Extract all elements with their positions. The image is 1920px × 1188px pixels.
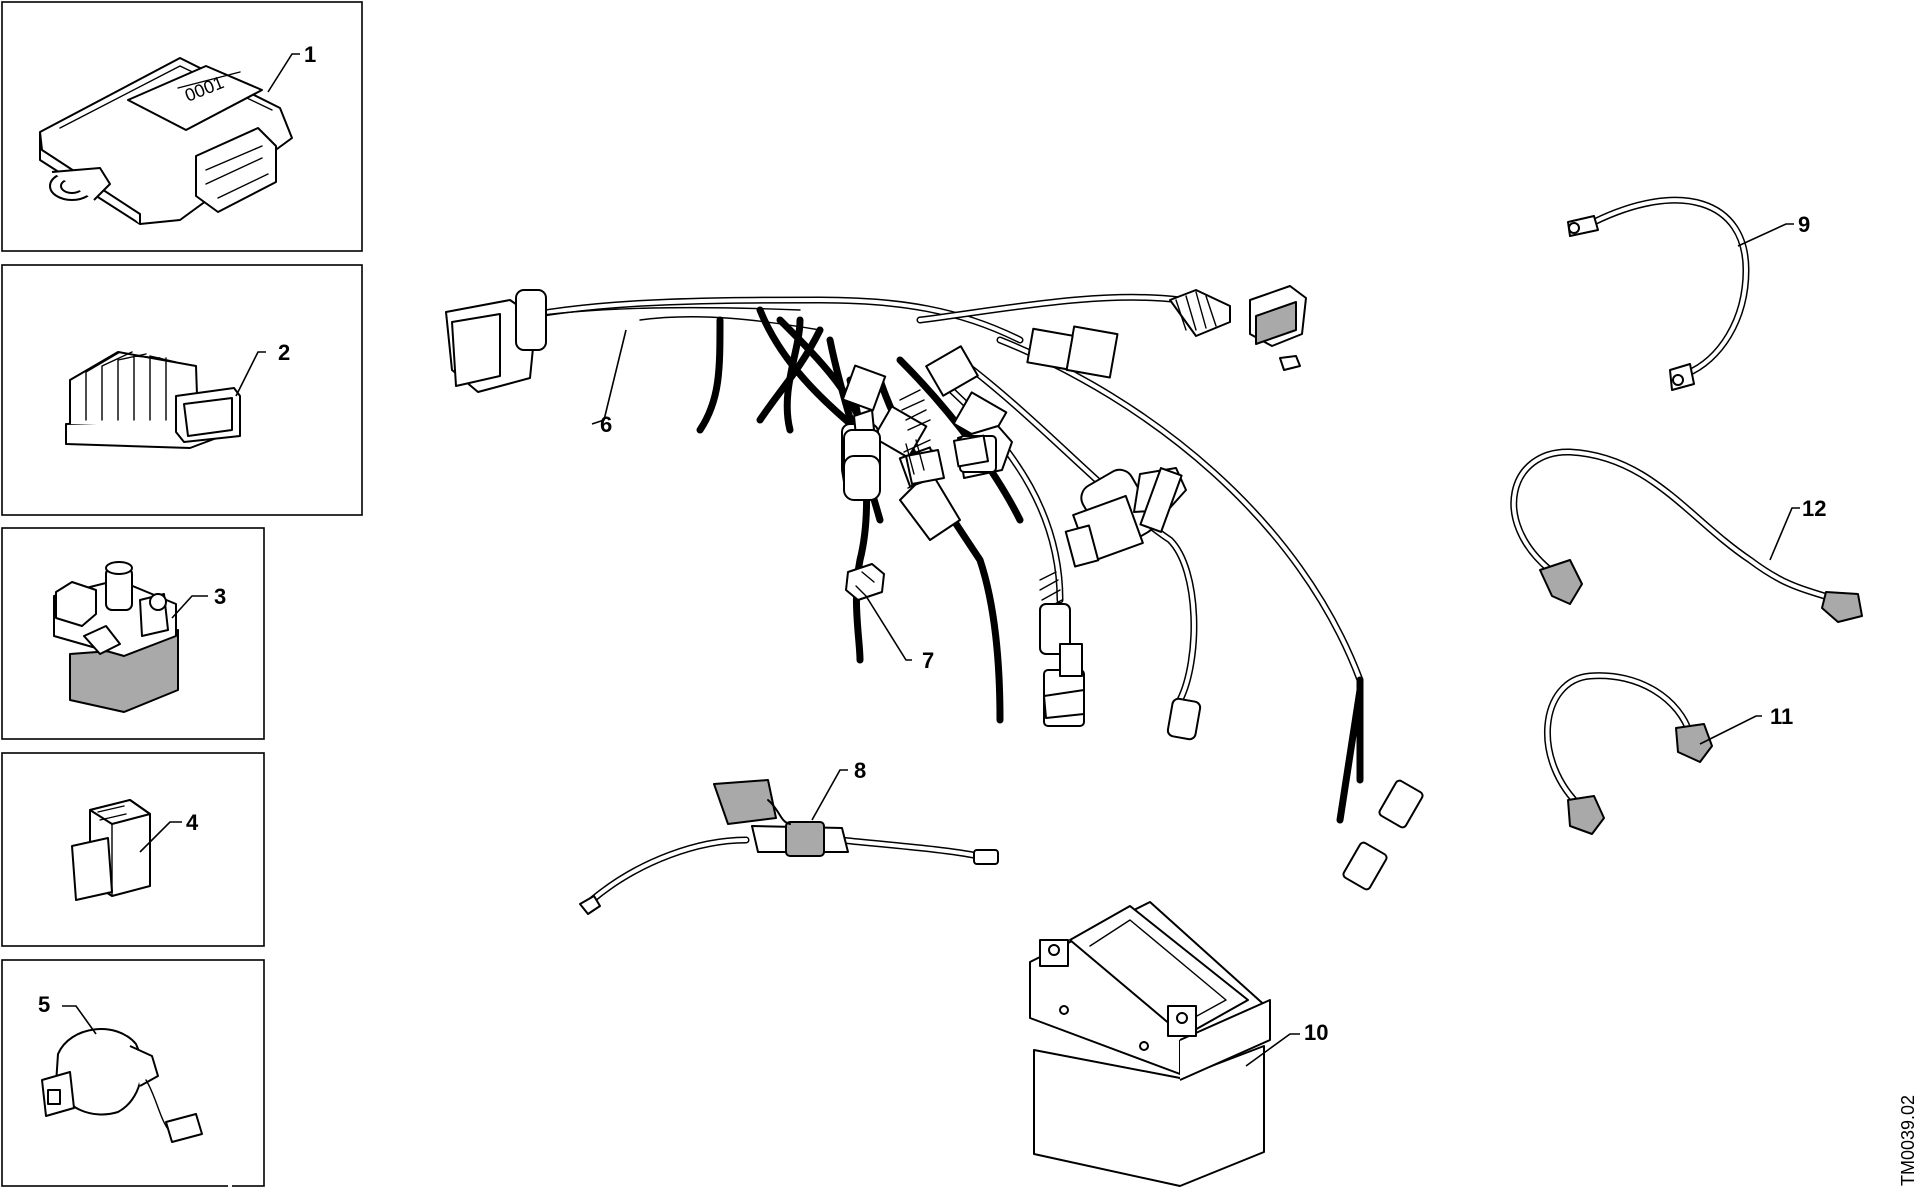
callout-1: 1 xyxy=(304,42,316,67)
callout-10: 10 xyxy=(1304,1020,1328,1045)
callout-12: 12 xyxy=(1802,496,1826,521)
drawing-reference-code: TM0039.02 xyxy=(1898,1095,1918,1186)
fuse-holder-cable-icon xyxy=(579,779,999,915)
relay-connector-icon xyxy=(71,799,151,901)
callout-11: 11 xyxy=(1770,704,1793,729)
battery-cable-long-icon xyxy=(1510,448,1863,623)
battery-cable-short-icon xyxy=(1543,672,1713,835)
callout-7: 7 xyxy=(922,648,934,673)
callout-2: 2 xyxy=(278,340,290,365)
callout-9: 9 xyxy=(1798,212,1810,237)
callout-4: 4 xyxy=(186,810,199,835)
voltage-regulator-icon xyxy=(65,351,241,449)
callout-8: 8 xyxy=(854,758,866,783)
callout-5: 5 xyxy=(38,992,50,1017)
starter-relay-icon xyxy=(53,561,179,713)
ignition-coil-icon xyxy=(41,1028,233,1188)
main-wiring-harness-icon xyxy=(445,285,1424,891)
connector-cap-icon xyxy=(845,563,885,601)
ground-cable-icon xyxy=(1567,196,1750,391)
callout-3: 3 xyxy=(214,584,226,609)
callout-6: 6 xyxy=(600,412,612,437)
battery-icon xyxy=(1029,901,1271,1187)
ecu-module-icon: 0001 xyxy=(39,57,293,225)
